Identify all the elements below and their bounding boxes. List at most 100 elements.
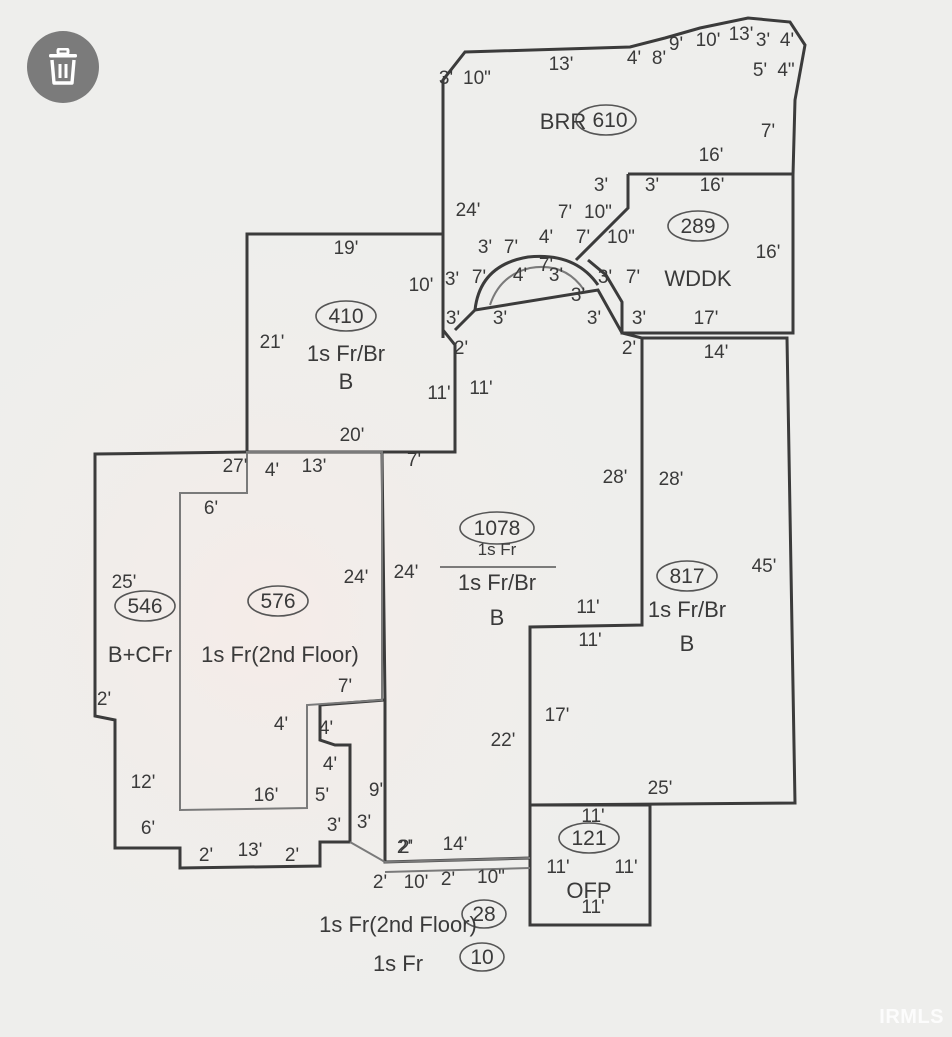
oval-28 [461,899,507,929]
dimension-label: 3' [357,812,371,833]
dimension-label: 7' [576,227,590,248]
dimension-label: 9' [669,34,683,55]
name-1078: 1s Fr/Br [458,570,536,595]
dimension-label: 4' [319,718,333,739]
dimension-label: 20' [340,425,365,446]
dimension-label: 24' [394,562,419,583]
dimension-label: 13' [549,54,574,75]
area-28: 28 [472,903,495,926]
dimension-label: 3' [598,267,612,288]
dimension-label: 13' [302,456,327,477]
dimension-label: 14' [704,342,729,363]
dimension-label: 17' [545,705,570,726]
dimension-label: 11' [578,630,601,651]
dimension-label: 10" [463,68,491,89]
name-289: WDDK [664,266,732,291]
dimension-label: 4" [777,60,794,81]
dimension-label: 8' [652,48,666,69]
trash-icon [49,48,77,85]
dimension-label: 4' [265,460,279,481]
wall-1078 [380,288,644,864]
sub-817: B [680,631,695,656]
oval-576 [247,585,309,617]
strike-1078: 1s Fr [478,540,517,559]
dimension-label: 19' [334,238,359,259]
dimension-label: 5' [315,785,329,806]
dimension-label: 10" [584,202,612,223]
dimension-label: 3' [446,308,460,329]
oval-10 [459,942,505,972]
oval-410 [315,300,377,332]
sub-1078: B [490,605,505,630]
dimension-label: 24' [344,567,369,588]
delete-button[interactable] [27,31,99,103]
area-546: 546 [127,595,162,618]
area-410: 410 [328,305,363,328]
area-610: 610 [592,109,627,132]
dimension-label: 27' [223,456,248,477]
oval-546 [114,590,176,622]
dimension-label: 3' [594,175,608,196]
name-121: OFP [566,878,611,903]
dimension-label: 3' [571,285,585,306]
dimension-label: 5' [753,60,767,81]
dimension-label: 2' [454,338,468,359]
dimension-label: 3' [445,269,459,290]
dimension-label: 21' [260,332,285,353]
dimension-label: 7' [407,450,421,471]
dimension-label: 11' [469,378,492,399]
dimension-label: 13' [729,24,754,45]
section-labels: 410 1s Fr/Br B 1078 1s Fr 1s Fr/Br B 817… [108,109,732,976]
dimension-label: 2' [441,869,455,890]
dimension-label: 2' [285,845,299,866]
name-610: BRR [540,109,586,134]
wall-arch-inner [489,266,585,306]
dimension-label: 10" [477,867,505,888]
area-10: 10 [470,946,493,969]
dimension-label: 7' [338,676,352,697]
wall-arch [473,254,600,311]
area-1078: 1078 [474,517,521,540]
dimension-label: 3' [632,308,646,329]
dimension-label: 17' [694,308,719,329]
dimension-label: 3' [645,175,659,196]
dimension-label: 4' [539,227,553,248]
dimension-label: 28' [603,467,628,488]
dimension-label: 9' [369,780,383,801]
dimension-label: 7' [539,255,553,276]
wall-ofp [528,803,652,927]
sketch-walls [93,16,807,927]
area-121: 121 [571,827,606,850]
dimension-label: 16' [254,785,279,806]
name-10: 1s Fr [373,951,423,976]
dimension-label: 3' [439,68,453,89]
oval-610 [575,104,637,136]
name-28: 1s Fr(2nd Floor) [319,912,477,937]
oval-121 [558,822,620,854]
name-410: 1s Fr/Br [307,341,385,366]
dimension-label: 2' [97,689,111,710]
dimension-label: 7' [626,267,640,288]
wall-wddk-angle [574,174,630,262]
dimension-label: 11' [614,857,637,878]
wall-strip [349,841,531,873]
dimension-label: 2' [622,338,636,359]
dimension-label: 7' [504,237,518,258]
dimension-label: 16' [700,175,725,196]
dimension-label: 3' [493,308,507,329]
dimension-label: 16' [756,242,781,263]
dimension-label: 10' [404,872,429,893]
oval-817 [656,560,718,592]
wall-546 [93,450,386,870]
name-546: B+CFr [108,642,172,667]
dimension-label: 4' [627,48,641,69]
name-817: 1s Fr/Br [648,597,726,622]
area-ovals [114,104,729,972]
sub-410: B [339,369,354,394]
area-289: 289 [680,215,715,238]
dimension-label: 7' [558,202,572,223]
dimension-label: 22' [491,730,516,751]
dimension-label: 45' [752,556,777,577]
dimension-label: 2' [373,872,387,893]
